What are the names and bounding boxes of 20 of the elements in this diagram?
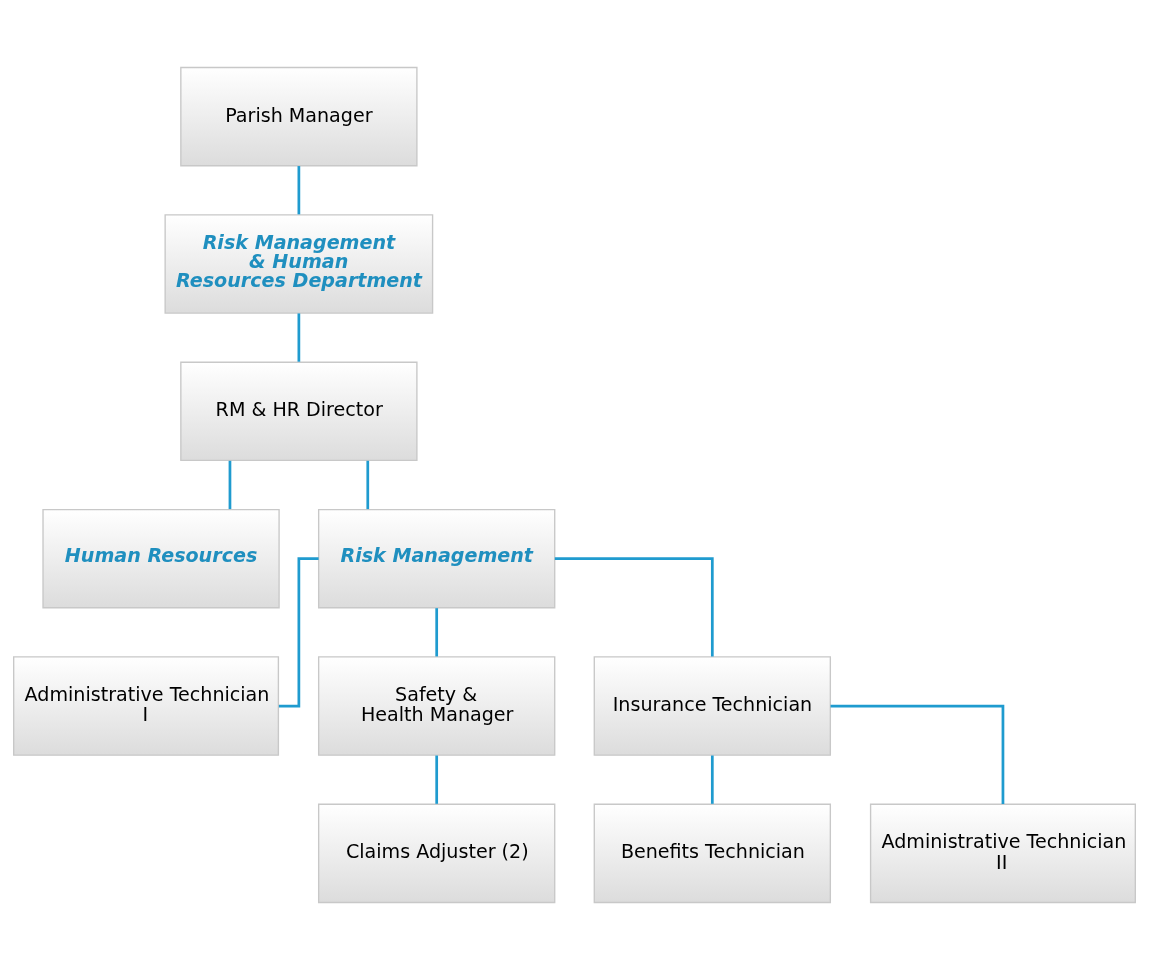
connector [435, 608, 439, 657]
connector [297, 313, 301, 362]
node-box: Benefits Technician [593, 803, 832, 904]
connector [228, 460, 232, 510]
node-box: Safety & Health Manager [317, 656, 556, 756]
node-box: Claims Adjuster (2) [317, 803, 556, 904]
node-box: Administrative Technician I [13, 656, 280, 756]
connector [554, 557, 714, 657]
connector [366, 460, 370, 510]
node-box: Administrative Technician II [869, 803, 1136, 904]
node-box: Risk Management [317, 508, 556, 609]
connector [710, 755, 714, 804]
connector [297, 166, 301, 215]
node-box: Risk Management & Human Resources Department [164, 214, 434, 314]
node-box: RM & HR Director [180, 361, 418, 462]
node-box: Human Resources [42, 508, 280, 609]
node-box: Insurance Technician [593, 656, 832, 756]
connector [830, 704, 1005, 804]
connector [435, 755, 439, 804]
node-box: Parish Manager [180, 66, 418, 167]
